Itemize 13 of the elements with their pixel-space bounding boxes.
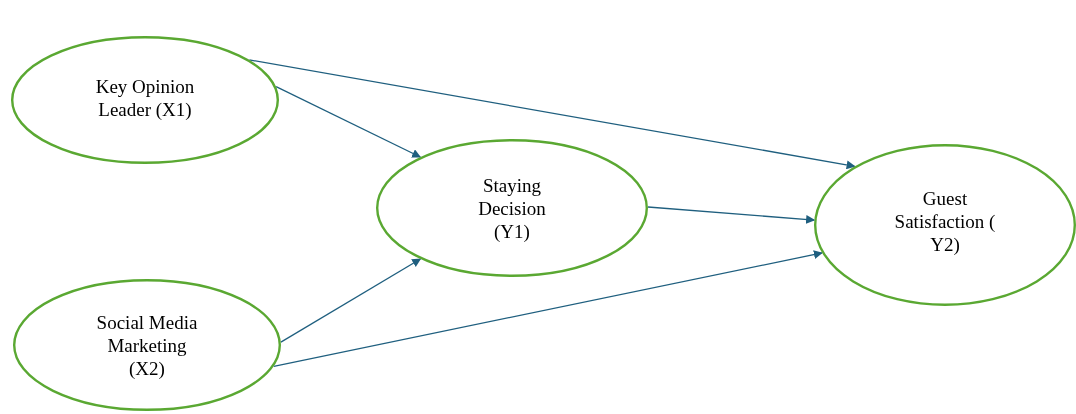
arrow <box>248 59 856 170</box>
ellipse-node <box>814 144 1076 306</box>
node-label: Staying Decision (Y1) <box>477 173 547 243</box>
ellipse-node <box>13 279 281 411</box>
ellipse-node <box>11 36 279 164</box>
arrow <box>275 86 422 158</box>
ellipse-node <box>376 139 648 277</box>
node-label: Key Opinion Leader (X1) <box>94 75 196 121</box>
node-label: Guest Satisfaction ( Y2) <box>893 186 997 256</box>
arrow <box>273 250 823 367</box>
arrow <box>647 206 816 224</box>
node-label: Social Media Marketing (X2) <box>95 310 199 380</box>
arrow <box>280 258 422 343</box>
